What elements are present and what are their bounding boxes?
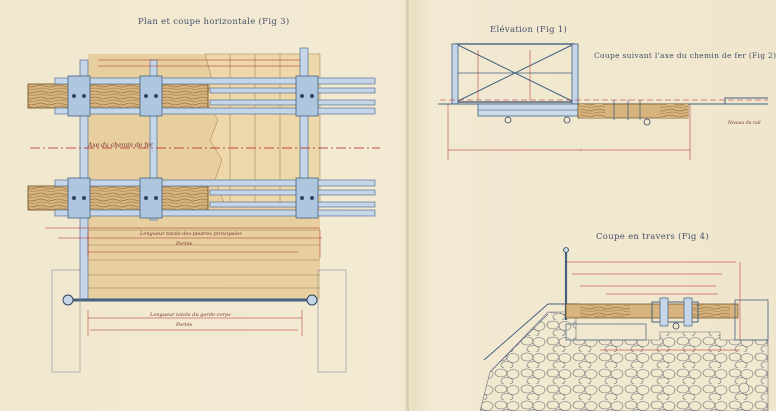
fig1-elevation [438,43,768,151]
guardrail-length-label: Longueur totale du garde-corps [150,312,231,318]
rail-level-note: Niveau du rail [728,121,761,126]
total-length-label: Longueur totale des poutres principales [140,231,242,237]
fig4-title: Coupe en travers (Fig 4) [596,232,709,242]
axis-label: Axe du chemin de fer [88,142,153,149]
fig2-section [440,97,768,160]
fig3-plan [27,47,380,373]
fig4-transverse-section [479,247,769,411]
span-label-2: Portée [176,322,193,328]
fig1-title: Elévation (Fig 1) [490,25,568,35]
span-label: Portée [176,241,193,247]
sheet-fold [406,0,409,411]
fig3-title: Plan et coupe horizontale (Fig 3) [138,17,290,27]
fig2-title: Coupe suivant l'axe du chemin de fer (Fi… [594,51,776,60]
